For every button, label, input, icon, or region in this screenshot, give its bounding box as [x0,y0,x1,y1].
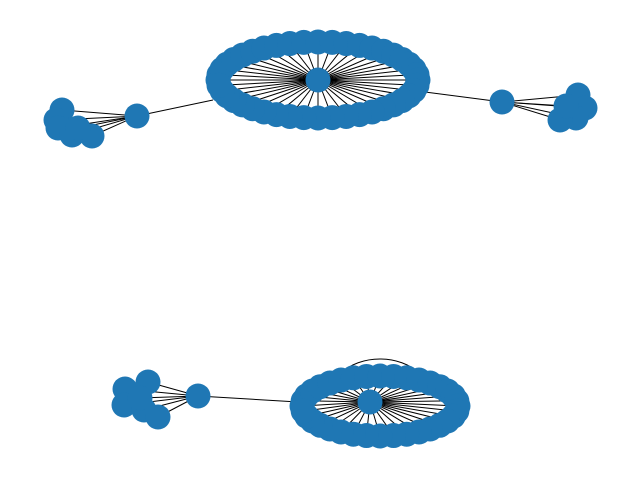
top-hub-node [305,67,331,93]
bottom-hub-node [357,389,383,415]
bottom-left-leaf-node [145,404,171,430]
top-spoke-edge [317,74,418,81]
top-right-connector-node [489,89,515,115]
top-spoke-edge [218,74,319,81]
bottom-left-bridge-edge [197,395,299,403]
top-spoke-edge [218,79,319,86]
bottom-spoke-edge [369,401,459,407]
top-left-leaf-edge [61,109,138,117]
top-left-bridge-edge [136,99,214,117]
top-right-leaf-node [553,93,579,119]
bottom-left-connector-node [185,383,211,409]
top-left-leaf-node [65,115,91,141]
bottom-left-leaf-node [127,385,153,411]
nodes-layer [43,29,598,449]
bottom-ring-node [290,398,316,424]
top-ring-node [206,72,232,98]
top-right-bridge-edge [424,91,503,103]
top-left-connector-node [124,103,150,129]
top-spoke-edge [317,79,418,86]
